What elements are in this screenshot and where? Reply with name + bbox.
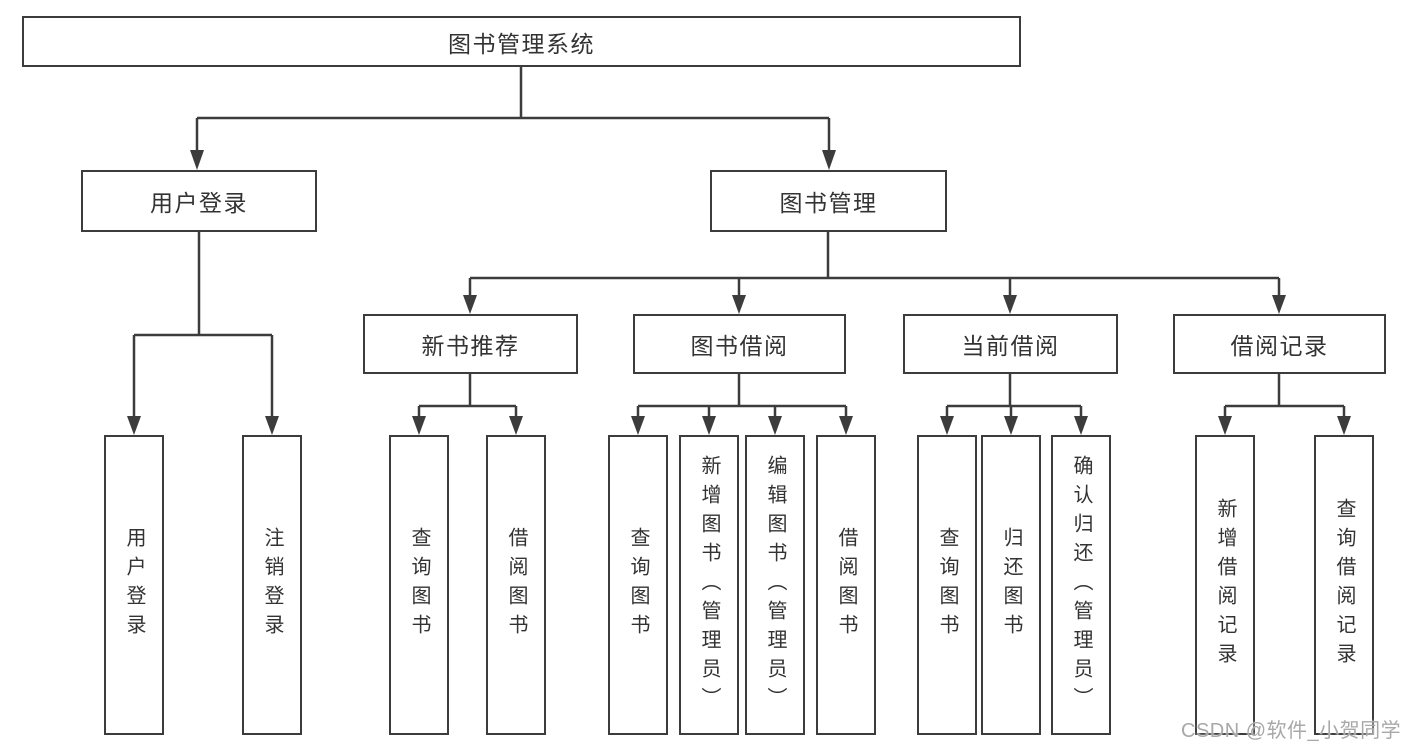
node-leaf-return-book: 归还图书: [981, 435, 1041, 735]
node-library-system: 图书管理系统: [22, 16, 1021, 67]
node-label: 编辑图书（管理员）: [764, 454, 786, 716]
node-book-management: 图书管理: [710, 170, 947, 232]
node-leaf-add-borrow-record: 新增借阅记录: [1195, 435, 1255, 735]
node-leaf-add-book-admin: 新增图书（管理员）: [679, 435, 739, 735]
node-label: 图书管理: [779, 190, 878, 216]
node-leaf-borrow-books-recommend: 借阅图书: [486, 435, 546, 735]
node-label: 新增借阅记录: [1214, 498, 1236, 672]
node-label: 用户登录: [150, 190, 248, 216]
node-label: 图书借阅: [690, 333, 789, 359]
node-leaf-query-books-borrowing: 查询图书: [608, 435, 668, 735]
node-new-book-recommend: 新书推荐: [363, 314, 578, 374]
node-label: 借阅图书: [835, 527, 857, 643]
node-label: 借阅记录: [1230, 333, 1329, 359]
node-label: 新增图书（管理员）: [698, 454, 720, 716]
node-label: 查询图书: [627, 527, 649, 643]
node-leaf-borrow-books: 借阅图书: [816, 435, 876, 735]
node-label: 查询图书: [408, 527, 430, 643]
node-label: 用户登录: [123, 527, 145, 643]
node-leaf-query-books-current: 查询图书: [917, 435, 977, 735]
node-label: 注销登录: [261, 527, 283, 643]
node-borrowing-records: 借阅记录: [1173, 314, 1386, 374]
node-current-borrowing: 当前借阅: [903, 314, 1118, 374]
node-label: 图书管理系统: [448, 30, 595, 57]
node-user-login: 用户登录: [81, 170, 317, 232]
node-leaf-user-login: 用户登录: [104, 435, 164, 735]
node-label: 归还图书: [1000, 527, 1022, 643]
node-leaf-confirm-return-admin: 确认归还（管理员）: [1051, 435, 1111, 735]
arrowheads: [127, 150, 1351, 435]
node-label: 确认归还（管理员）: [1070, 454, 1092, 716]
node-label: 借阅图书: [505, 527, 527, 643]
node-leaf-edit-book-admin: 编辑图书（管理员）: [745, 435, 805, 735]
node-leaf-query-books-recommend: 查询图书: [389, 435, 449, 735]
node-book-borrowing: 图书借阅: [633, 314, 846, 374]
node-leaf-logout: 注销登录: [242, 435, 302, 735]
node-label: 新书推荐: [421, 333, 520, 359]
node-label: 当前借阅: [961, 333, 1060, 359]
node-leaf-query-borrow-record: 查询借阅记录: [1314, 435, 1374, 735]
node-label: 查询借阅记录: [1333, 498, 1355, 672]
node-label: 查询图书: [936, 527, 958, 643]
csdn-watermark: CSDN @软件_小贺同学: [1181, 720, 1402, 742]
